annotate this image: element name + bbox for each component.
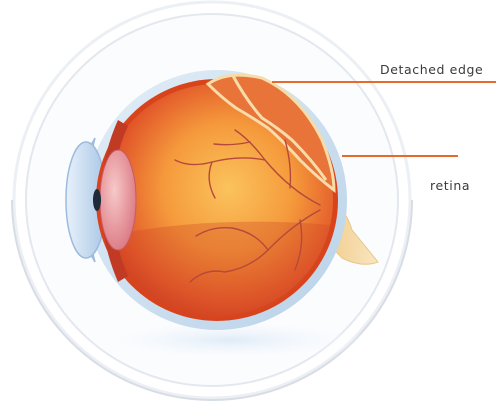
detached-edge-label: Detached edge — [380, 64, 483, 77]
pupil — [93, 189, 101, 211]
lens — [100, 150, 136, 250]
retina-label: retina — [430, 180, 470, 193]
